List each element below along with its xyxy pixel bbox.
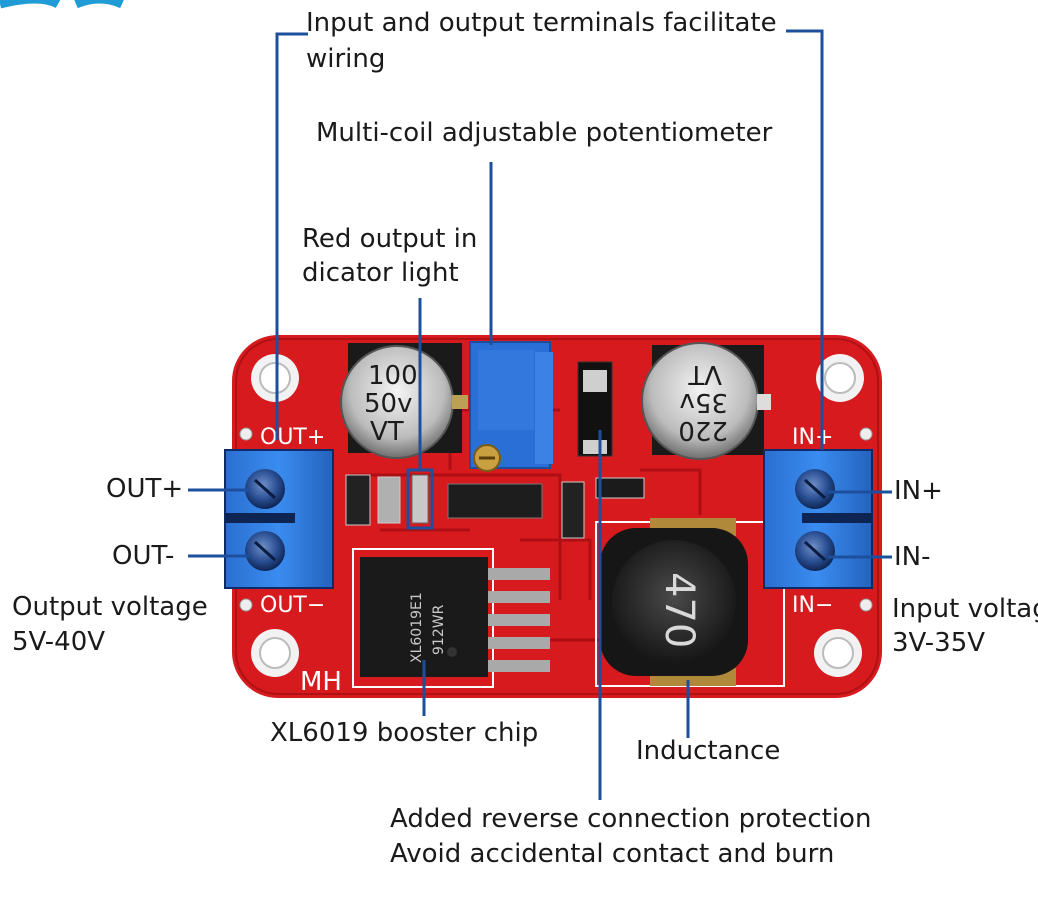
smd-components <box>345 474 645 539</box>
svg-text:470: 470 <box>656 572 702 648</box>
label-input-voltage-line1: Input voltag <box>892 594 1038 624</box>
silk-in-minus: IN− <box>792 593 833 618</box>
label-out-minus: OUT- <box>112 541 175 571</box>
label-protection-line2: Avoid accidental contact and burn <box>390 839 835 869</box>
label-in-plus: IN+ <box>894 476 943 506</box>
svg-text:220: 220 <box>678 415 728 445</box>
svg-text:XL6019E1: XL6019E1 <box>409 592 425 663</box>
svg-text:912WR: 912WR <box>431 604 447 655</box>
protection-component <box>577 361 613 457</box>
label-input-voltage-line2: 3V-35V <box>892 628 986 658</box>
xl6019-chip: XL6019E1 912WR <box>352 548 550 688</box>
capacitor-220uf: 220 35v VT <box>641 342 771 460</box>
label-in-minus: IN- <box>894 542 931 572</box>
label-chip: XL6019 booster chip <box>270 718 539 748</box>
label-red-led-line2: dicator light <box>302 258 459 288</box>
label-red-led-line1: Red output in <box>302 224 478 254</box>
label-terminals-line2: wiring <box>306 44 386 74</box>
silk-in-plus: IN+ <box>792 425 833 450</box>
leader-lines <box>188 29 892 800</box>
label-inductance: Inductance <box>636 736 781 766</box>
potentiometer <box>452 341 553 472</box>
svg-text:VT: VT <box>688 359 722 389</box>
silk-out-minus: OUT− <box>260 593 325 618</box>
inductor: 470 <box>600 518 748 686</box>
svg-text:50v: 50v <box>364 389 412 419</box>
label-protection-line1: Added reverse connection protection <box>390 804 872 834</box>
silk-mh: MH <box>300 667 342 697</box>
label-out-plus: OUT+ <box>106 474 184 504</box>
svg-text:VT: VT <box>370 417 404 447</box>
label-potentiometer: Multi-coil adjustable potentiometer <box>316 118 773 148</box>
silk-out-plus: OUT+ <box>260 425 325 450</box>
output-terminal-block <box>224 449 334 589</box>
svg-text:100: 100 <box>368 361 418 391</box>
capacitor-100uf: 100 50v VT <box>340 343 462 459</box>
leader-terminals-left <box>275 32 308 440</box>
input-terminal-block <box>763 449 873 589</box>
label-output-voltage-line1: Output voltage <box>12 592 208 622</box>
logo-fragment <box>0 0 124 9</box>
label-output-voltage-line2: 5V-40V <box>12 627 106 657</box>
mounting-hole <box>251 354 864 677</box>
leader-terminals-right <box>786 29 824 450</box>
label-terminals-line1: Input and output terminals facilitate <box>306 8 777 38</box>
svg-text:35v: 35v <box>680 387 728 417</box>
